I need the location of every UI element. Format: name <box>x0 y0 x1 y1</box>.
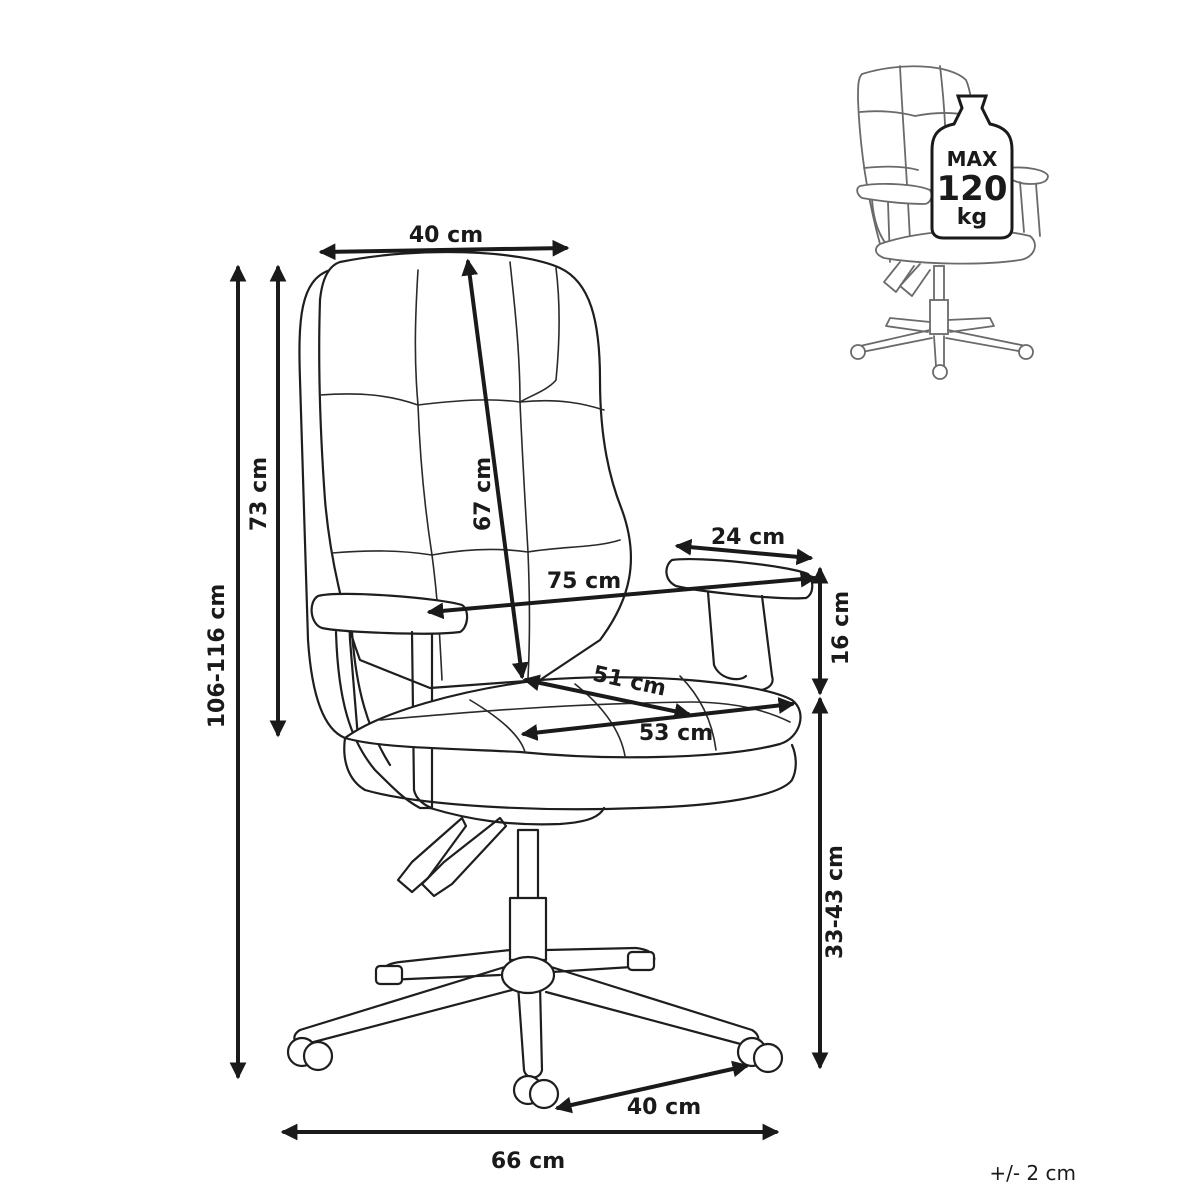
dim-line-base-radius <box>554 1060 750 1114</box>
dim-line-armrest-length <box>674 538 814 566</box>
label-overall-width: 75 cm <box>547 569 621 594</box>
weight-badge-max: MAX <box>947 147 998 171</box>
dimension-labels: 40 cm 106-116 cm 73 cm 67 cm 24 cm 75 cm… <box>205 223 1076 1185</box>
weight-icon <box>930 94 1014 240</box>
star-base <box>286 946 784 1110</box>
weight-badge-unit: kg <box>957 205 987 230</box>
weight-badge: MAX 120 kg <box>930 94 1014 240</box>
label-seat-height: 33-43 cm <box>823 845 848 959</box>
dim-line-seat-width <box>520 697 796 741</box>
mini-chair: MAX 120 kg <box>850 65 1049 380</box>
label-base-width: 66 cm <box>491 1149 565 1174</box>
gas-lift-lower <box>508 896 548 962</box>
dimension-lines <box>229 239 829 1141</box>
gas-lift-upper <box>516 828 540 902</box>
label-seat-width: 53 cm <box>639 721 713 746</box>
dim-line-backrest-width <box>318 239 570 261</box>
label-backrest-width: 40 cm <box>409 223 483 248</box>
label-armrest-height: 16 cm <box>829 591 854 665</box>
label-base-radius: 40 cm <box>627 1095 701 1120</box>
label-backrest-diag: 67 cm <box>471 457 496 531</box>
label-armrest-length: 24 cm <box>711 525 785 550</box>
chair-drawing <box>286 250 814 1110</box>
label-total-height: 106-116 cm <box>205 584 230 729</box>
label-tolerance: +/- 2 cm <box>989 1161 1076 1185</box>
label-backrest-height: 73 cm <box>247 457 272 531</box>
dim-line-overall-width <box>426 570 818 620</box>
weight-badge-value: 120 <box>937 169 1008 209</box>
